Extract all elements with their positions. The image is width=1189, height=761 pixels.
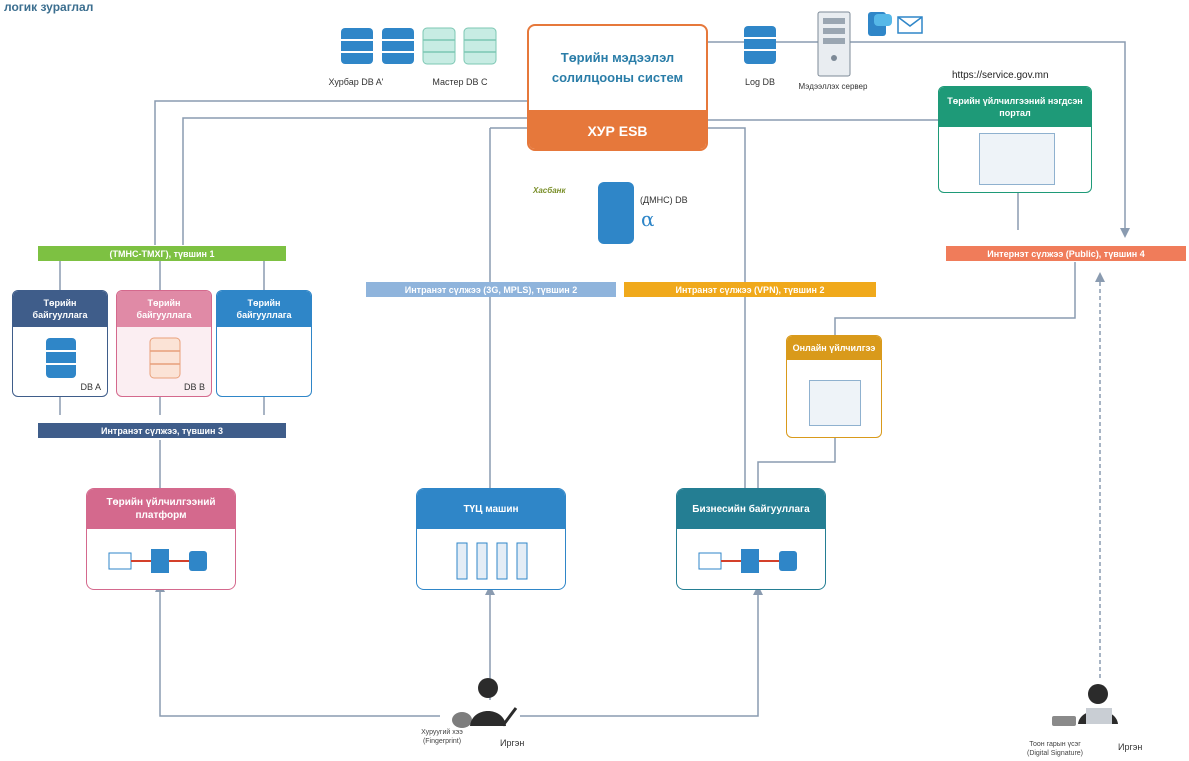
business-box: Бизнесийн байгууллага [676,488,826,590]
esb-title: Төрийн мэдээлэл солилцооны систем [551,50,684,85]
citizen-label-1: Иргэн [500,738,525,748]
org-b-label: Төрийн байгууллага [117,291,211,327]
fingerprint-label: Хуруугий хээ (Fingerprint) [421,729,463,745]
server-icon [814,10,854,85]
online-service-box: Онлайн үйлчилгээ [786,335,882,438]
platform-box: Төрийн үйлчилгээний платформ [86,488,236,590]
digital-signature-label: Тоон гарын үсэг (Digital Signature) [1026,741,1084,757]
org-a: Төрийн байгууллага DB A [12,290,108,397]
business-label: Бизнесийн байгууллага [677,489,825,529]
esb-box: Төрийн мэдээлэл солилцооны систем ХУР ES… [527,24,708,151]
level2b-bar: Интранэт сүлжээ (VPN), түвшин 2 [624,282,876,297]
machine-label: ТҮЦ машин [417,489,565,529]
business-flow-icon [698,549,797,573]
master-db-label: Мастер DB C [432,77,488,87]
level3-bar: Интранэт сүлжээ, түвшин 3 [38,423,286,438]
citizen-fingerprint-icon [452,678,518,728]
online-screenshot [809,380,861,426]
org-a-db: DB A [80,382,101,392]
citizen-label-2: Иргэн [1118,742,1143,752]
portal-screenshot [979,133,1055,185]
log-db-label: Log DB [744,77,776,87]
flow-diagram-icon [108,549,207,573]
bank-logo: Хасбанк [533,186,566,195]
master-db-icons [420,22,500,73]
helper-db-label: Хурбар DB A' [328,77,384,87]
level4-bar: Интернэт сүлжээ (Public), түвшин 4 [946,246,1186,261]
sms-icon [866,10,894,43]
portal-box: Төрийн үйлчилгээний нэгдсэн портал [938,86,1092,193]
org-c: Төрийн байгууллага [216,290,312,397]
helper-db-icons [338,22,418,73]
org-a-label: Төрийн байгууллага [13,291,107,327]
org-b: Төрийн байгууллага DB B [116,290,212,397]
kiosk-icon [456,542,528,580]
esb-bar: ХУР ESB [529,110,706,149]
platform-label: Төрийн үйлчилгээний платформ [87,489,235,529]
alpha-icon: α [641,207,655,231]
server-label: Мэдээллэх сервер [798,82,868,91]
portal-label: Төрийн үйлчилгээний нэгдсэн портал [939,87,1091,127]
page-title: логик зураглал [4,0,94,14]
machine-box: ТҮЦ машин [416,488,566,590]
citizen-laptop-icon [1052,684,1118,726]
level2a-bar: Интранэт сүлжээ (3G, MPLS), түвшин 2 [366,282,616,297]
org-c-label: Төрийн байгууллага [217,291,311,327]
org-b-db: DB B [183,382,205,392]
online-service-label: Онлайн үйлчилгээ [787,336,881,360]
log-db-icon [740,22,780,73]
mail-icon [897,16,923,39]
dmhs-db-label: (ДМНС) DB [640,195,688,205]
dmhs-db-icon [596,180,636,251]
level1-bar: (ТМНС-ТМХГ), түвшин 1 [38,246,286,261]
portal-url[interactable]: https://service.gov.mn [952,70,1049,81]
